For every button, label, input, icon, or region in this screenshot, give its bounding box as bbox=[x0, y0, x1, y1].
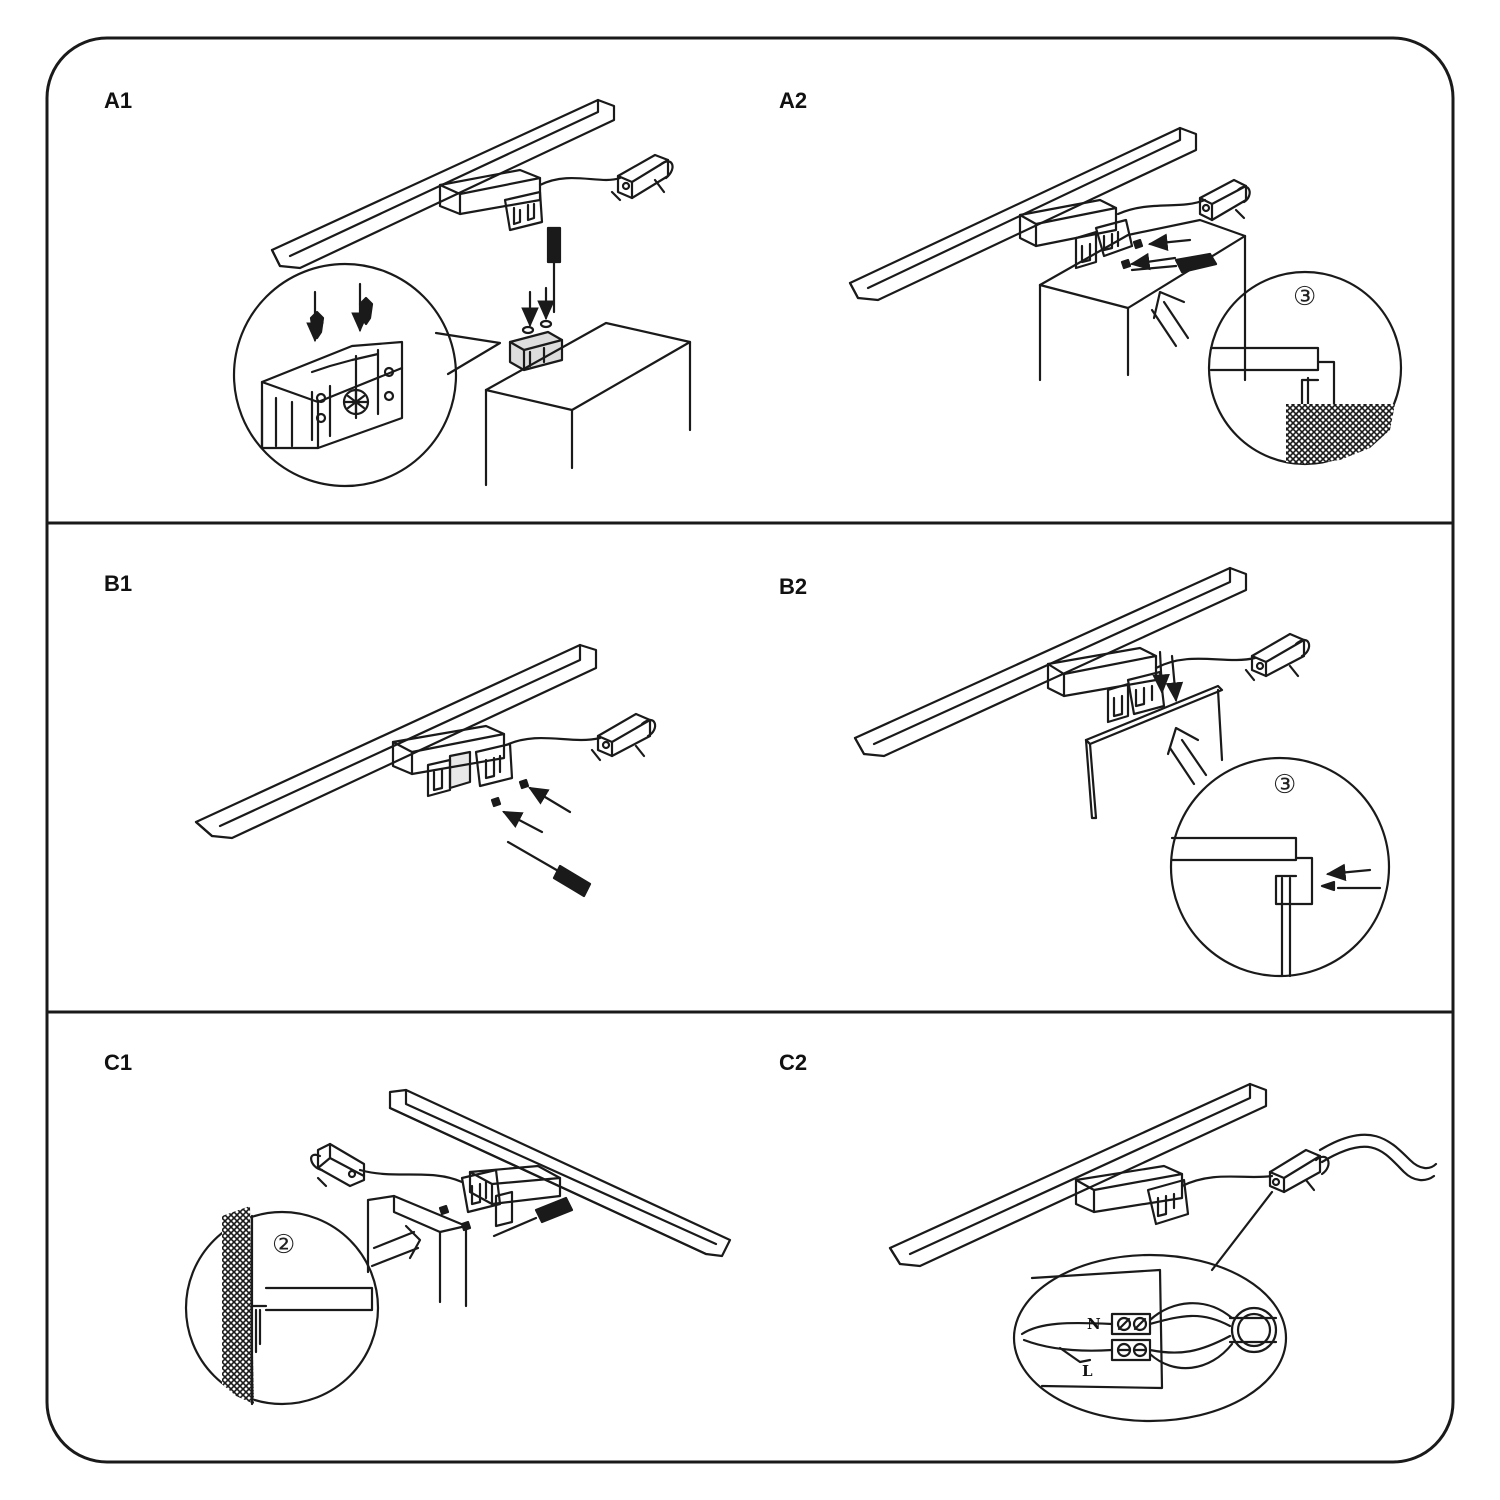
panel-a2-illustration bbox=[850, 128, 1401, 464]
sheet-frame bbox=[47, 38, 1453, 1462]
panel-label-a1: A1 bbox=[104, 88, 133, 113]
panel-b2-illustration bbox=[855, 568, 1389, 976]
c2-wiring-callout bbox=[1014, 1255, 1286, 1421]
step-marker-b2: ③ bbox=[1273, 770, 1297, 800]
panel-label-b1: B1 bbox=[104, 571, 133, 596]
panel-label-c1: C1 bbox=[104, 1050, 133, 1075]
step-marker-a2: ③ bbox=[1293, 282, 1317, 312]
panel-c2-illustration bbox=[890, 1084, 1436, 1421]
c1-detail-circle bbox=[186, 1212, 378, 1404]
step-marker-c1: ② bbox=[272, 1230, 296, 1260]
panel-c1-illustration bbox=[186, 1090, 730, 1404]
panel-label-b2: B2 bbox=[779, 574, 808, 599]
panel-label-a2: A2 bbox=[779, 88, 808, 113]
b2-detail-circle bbox=[1171, 758, 1389, 976]
a1-detail-circle bbox=[234, 264, 456, 486]
panel-label-c2: C2 bbox=[779, 1050, 808, 1075]
panel-b1-illustration bbox=[196, 645, 655, 896]
live-wire-label: L bbox=[1082, 1362, 1093, 1380]
neutral-wire-label: N bbox=[1087, 1315, 1101, 1333]
panel-a1-illustration bbox=[234, 100, 690, 486]
